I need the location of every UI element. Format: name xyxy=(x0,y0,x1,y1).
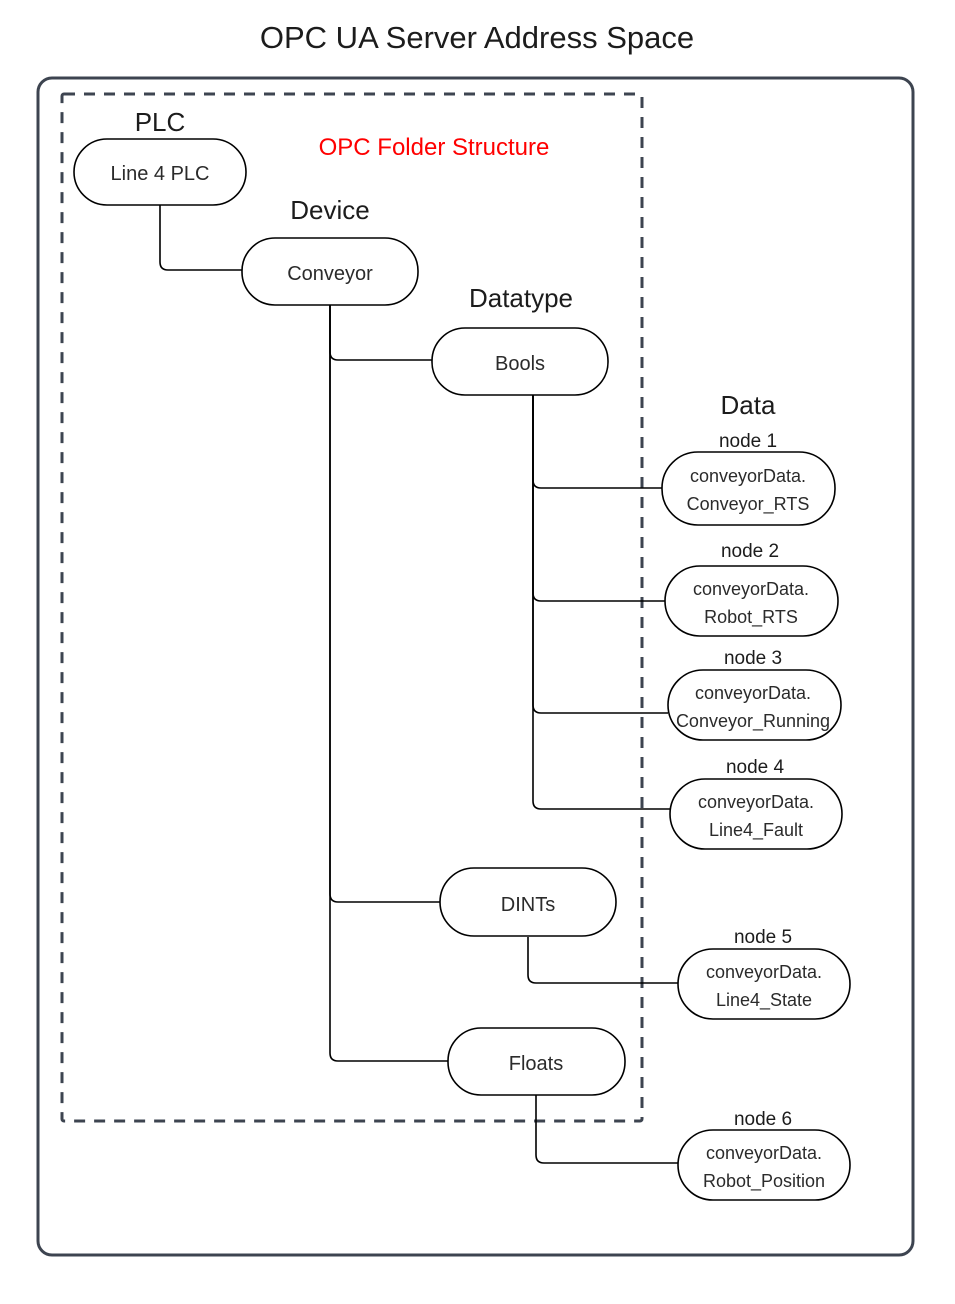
section-label-datatype: Datatype xyxy=(469,283,573,313)
node-data-1-line2: Conveyor_RTS xyxy=(687,494,810,515)
node-data-3-line1: conveyorData. xyxy=(695,683,811,703)
page-title: OPC UA Server Address Space xyxy=(260,20,694,55)
node-data-4-line2: Line4_Fault xyxy=(709,820,803,841)
opc-folder-boundary-frame xyxy=(60,92,644,1123)
node-data-6-line2: Robot_Position xyxy=(703,1171,825,1192)
node-datatype-bools[interactable] xyxy=(431,327,609,396)
node-data-2[interactable] xyxy=(664,565,839,637)
node-data-5-line2: Line4_State xyxy=(716,990,812,1011)
section-label-data: Data xyxy=(721,390,776,420)
connector-dints-to-node5 xyxy=(527,937,678,984)
node-data-1-line1: conveyorData. xyxy=(690,466,806,486)
connector-plc-to-conveyor xyxy=(159,205,242,271)
node-datatype-dints[interactable] xyxy=(439,867,617,937)
section-label-device: Device xyxy=(290,195,369,225)
node-caption-6: node 6 xyxy=(734,1109,792,1130)
node-datatype-floats[interactable] xyxy=(447,1027,626,1096)
node-data-5[interactable] xyxy=(677,948,851,1020)
connector-conveyor-to-floats xyxy=(329,305,448,1062)
connector-bools-to-node4 xyxy=(532,395,670,810)
node-caption-1: node 1 xyxy=(719,431,777,452)
node-data-5-line1: conveyorData. xyxy=(706,962,822,982)
node-caption-3: node 3 xyxy=(724,648,782,669)
node-data-1[interactable] xyxy=(661,451,836,526)
node-caption-5: node 5 xyxy=(734,927,792,948)
opc-folder-structure-label: OPC Folder Structure xyxy=(319,134,550,161)
node-data-3[interactable] xyxy=(667,669,842,741)
node-datatype-bools-label: Bools xyxy=(495,353,545,375)
node-data-6[interactable] xyxy=(677,1129,851,1201)
connector-floats-to-node6 xyxy=(535,1095,678,1164)
node-data-4[interactable] xyxy=(669,778,843,850)
node-caption-4: node 4 xyxy=(726,757,785,778)
node-data-6-line1: conveyorData. xyxy=(706,1143,822,1163)
node-caption-2: node 2 xyxy=(721,541,779,562)
node-plc-line4[interactable] xyxy=(73,138,247,206)
node-data-2-line1: conveyorData. xyxy=(693,579,809,599)
node-device-conveyor-label: Conveyor xyxy=(287,263,373,285)
node-datatype-dints-label: DINTs xyxy=(501,894,555,916)
node-plc-line4-label: Line 4 PLC xyxy=(111,163,210,185)
node-device-conveyor[interactable] xyxy=(241,237,419,306)
node-data-4-line1: conveyorData. xyxy=(698,792,814,812)
section-label-plc: PLC xyxy=(135,107,186,137)
node-data-3-line2: Conveyor_Running xyxy=(676,711,830,732)
node-data-2-line2: Robot_RTS xyxy=(704,607,798,628)
node-datatype-floats-label: Floats xyxy=(509,1053,563,1075)
